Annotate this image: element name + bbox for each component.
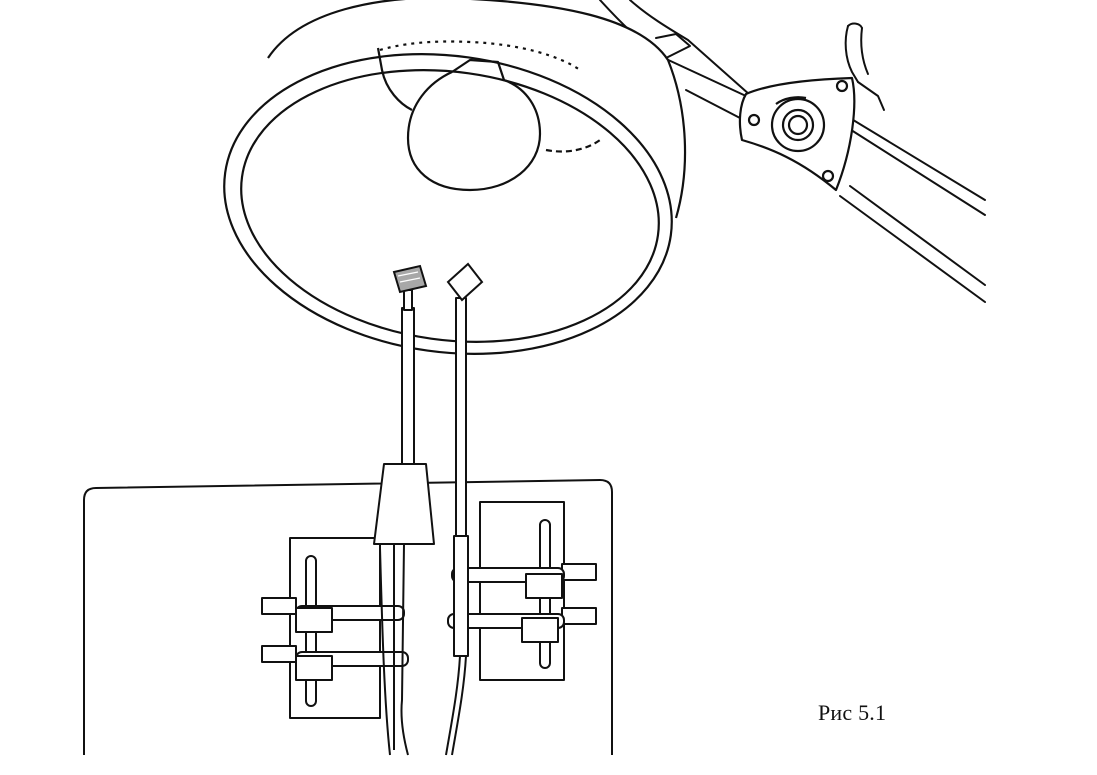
lamp-shade bbox=[223, 0, 687, 355]
lamp-arm bbox=[599, 0, 986, 303]
clamp-stand-right bbox=[447, 501, 597, 681]
probe-right bbox=[445, 297, 469, 756]
sensor-left bbox=[392, 264, 428, 294]
base-board bbox=[83, 478, 613, 755]
clamp-stand-left bbox=[261, 537, 409, 719]
lamp-hinge bbox=[738, 76, 856, 192]
probe-left bbox=[373, 289, 435, 756]
sensor-right bbox=[446, 262, 484, 302]
figure-caption: Рис 5.1 bbox=[818, 700, 887, 725]
